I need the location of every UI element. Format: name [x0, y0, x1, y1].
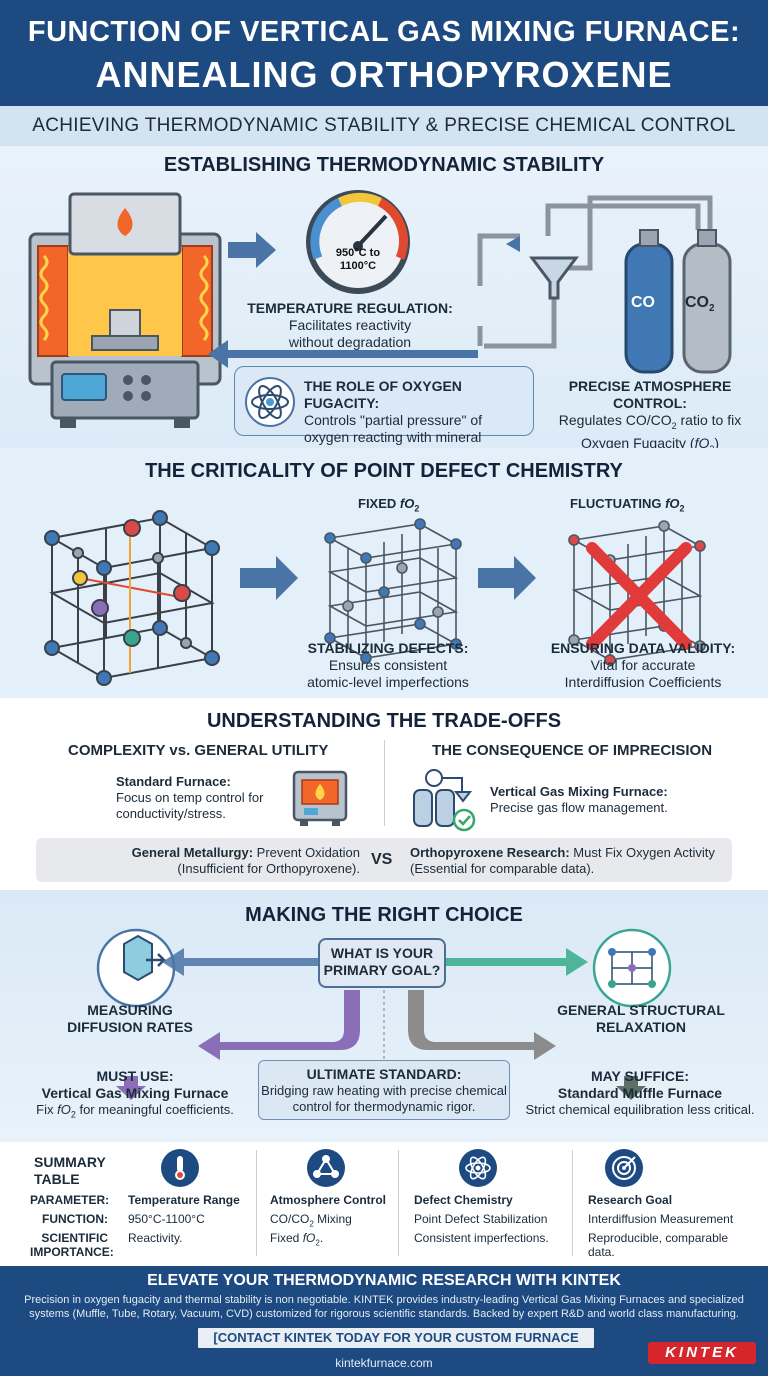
arrow-left-icon: [208, 340, 478, 368]
divider: [572, 1150, 573, 1256]
page-subtitle: ACHIEVING THERMODYNAMIC STABILITY & PREC…: [0, 106, 768, 146]
footer-title: ELEVATE YOUR THERMODYNAMIC RESEARCH WITH…: [147, 1272, 621, 1289]
thermometer-icon: [161, 1149, 199, 1187]
cross-icon: [586, 542, 692, 650]
furnace-small-icon: [292, 770, 348, 826]
arrow-right-icon: [228, 232, 276, 268]
section3-title: UNDERSTANDING THE TRADE-OFFS: [206, 710, 562, 732]
imprecision-title: THE CONSEQUENCE OF IMPRECISION: [432, 742, 713, 759]
vs-label: VS: [371, 851, 393, 868]
stabilizing-defects: STABILIZING DEFECTS: Ensures consistent …: [307, 640, 469, 690]
footer: [0, 1266, 768, 1376]
atom-icon: [245, 377, 295, 427]
funnel-icon: [529, 256, 579, 300]
oxygen-fugacity-text: THE ROLE OF OXYGEN FUGACITY: Controls "p…: [304, 378, 483, 445]
crystal-lattice-icon: [44, 510, 220, 686]
summary-col-goal: Research Goal Interdiffusion Measurement…: [588, 1193, 734, 1259]
footer-url-link[interactable]: kintekfurnace.com: [335, 1356, 433, 1370]
summary-row-labels: PARAMETER: FUNCTION: SCIENTIFIC IMPORTAN…: [30, 1193, 114, 1259]
cylinder-co-label: CO: [631, 294, 655, 311]
page-title-line1: FUNCTION OF VERTICAL GAS MIXING FURNACE:: [27, 16, 741, 48]
summary-col-atmosphere: Atmosphere Control CO/CO2 Mixing Fixed f…: [270, 1193, 387, 1248]
may-suffice-block: MAY SUFFICE: Standard Muffle Furnace Str…: [525, 1068, 755, 1117]
must-use-block: MUST USE: Vertical Gas Mixing Furnace Fi…: [36, 1068, 234, 1120]
page-title-line2: ANNEALING ORTHOPYROXENE: [95, 54, 673, 95]
temperature-regulation: TEMPERATURE REGULATION: Facilitates reac…: [247, 300, 453, 350]
diffusion-rates-goal: MEASURING DIFFUSION RATES: [67, 1002, 193, 1035]
arrow-left-small-icon: [506, 236, 520, 252]
gas-cylinder-co-icon: [624, 229, 674, 374]
gauge-icon: [306, 190, 410, 294]
kintek-logo: KINTEK: [648, 1342, 756, 1364]
arrow-left-icon: [162, 948, 320, 976]
complexity-title: COMPLEXITY vs. GENERAL UTILITY: [68, 742, 329, 759]
divider: [398, 1150, 399, 1256]
vertical-gas-furnace-text: Vertical Gas Mixing Furnace: Precise gas…: [490, 784, 668, 815]
divider: [256, 1150, 257, 1256]
atmosphere-control: PRECISE ATMOSPHERE CONTROL: Regulates CO…: [558, 378, 742, 454]
section2-title: THE CRITICALITY OF POINT DEFECT CHEMISTR…: [145, 460, 623, 482]
comparison-left: General Metallurgy: Prevent Oxidation (I…: [131, 845, 360, 876]
molecule-icon: [307, 1149, 345, 1187]
summary-table-label: SUMMARY TABLE: [34, 1154, 106, 1187]
contact-cta-button[interactable]: [CONTACT KINTEK TODAY FOR YOUR CUSTOM FU…: [196, 1326, 596, 1365]
ultimate-standard-box: [258, 1060, 510, 1120]
structural-relaxation-goal: GENERAL STRUCTURAL RELAXATION: [557, 1002, 725, 1035]
ultimate-standard-text: ULTIMATE STANDARD: Bridging raw heating …: [261, 1066, 507, 1114]
target-icon: [605, 1149, 643, 1187]
section4-graphics: [96, 928, 672, 1100]
arrow-right-icon: [478, 556, 536, 600]
section4-title: MAKING THE RIGHT CHOICE: [245, 904, 523, 926]
gas-control-icon: [413, 769, 476, 832]
arrow-down-right-icon: [408, 990, 556, 1060]
arrow-down-icon: [616, 1076, 646, 1100]
gauge-label: 950°C to 1100°C: [335, 247, 381, 272]
summary-col-temperature: Temperature Range 950°C-1100°C Reactivit…: [128, 1193, 240, 1245]
divider: [384, 740, 385, 826]
primary-goal-text: WHAT IS YOUR PRIMARY GOAL?: [323, 945, 441, 978]
fluctuating-fo2-label: FLUCTUATING fO2: [570, 496, 685, 514]
primary-goal-box: [318, 938, 446, 988]
arrow-down-left-icon: [198, 990, 360, 1060]
section2-graphics: [44, 510, 706, 686]
furnace-icon: [28, 192, 222, 428]
summary-col-defect: Defect Chemistry Point Defect Stabilizat…: [414, 1193, 549, 1245]
section1-graphics: [28, 190, 732, 428]
fixed-fo2-label: FIXED fO2: [358, 496, 420, 514]
gas-cylinder-co2-icon: [682, 229, 732, 374]
ensuring-data-validity: ENSURING DATA VALIDITY: Vital for accura…: [550, 640, 736, 690]
atom-icon: [459, 1149, 497, 1187]
comparison-right: Orthopyroxene Research: Must Fix Oxygen …: [410, 845, 715, 876]
arrow-down-icon: [116, 1076, 146, 1100]
lattice-fixed-icon: [324, 518, 462, 664]
arrow-right-icon: [446, 948, 588, 976]
section1-title: ESTABLISHING THERMODYNAMIC STABILITY: [163, 154, 605, 176]
footer-description: Precision in oxygen fugacity and thermal…: [24, 1294, 744, 1320]
cylinder-co2-label: CO2: [685, 294, 715, 315]
arrow-right-icon: [240, 556, 298, 600]
header: FUNCTION OF VERTICAL GAS MIXING FURNACE:…: [0, 0, 768, 106]
comparison-bar: [36, 838, 732, 882]
standard-furnace-text: Standard Furnace: Focus on temp control …: [116, 774, 264, 821]
